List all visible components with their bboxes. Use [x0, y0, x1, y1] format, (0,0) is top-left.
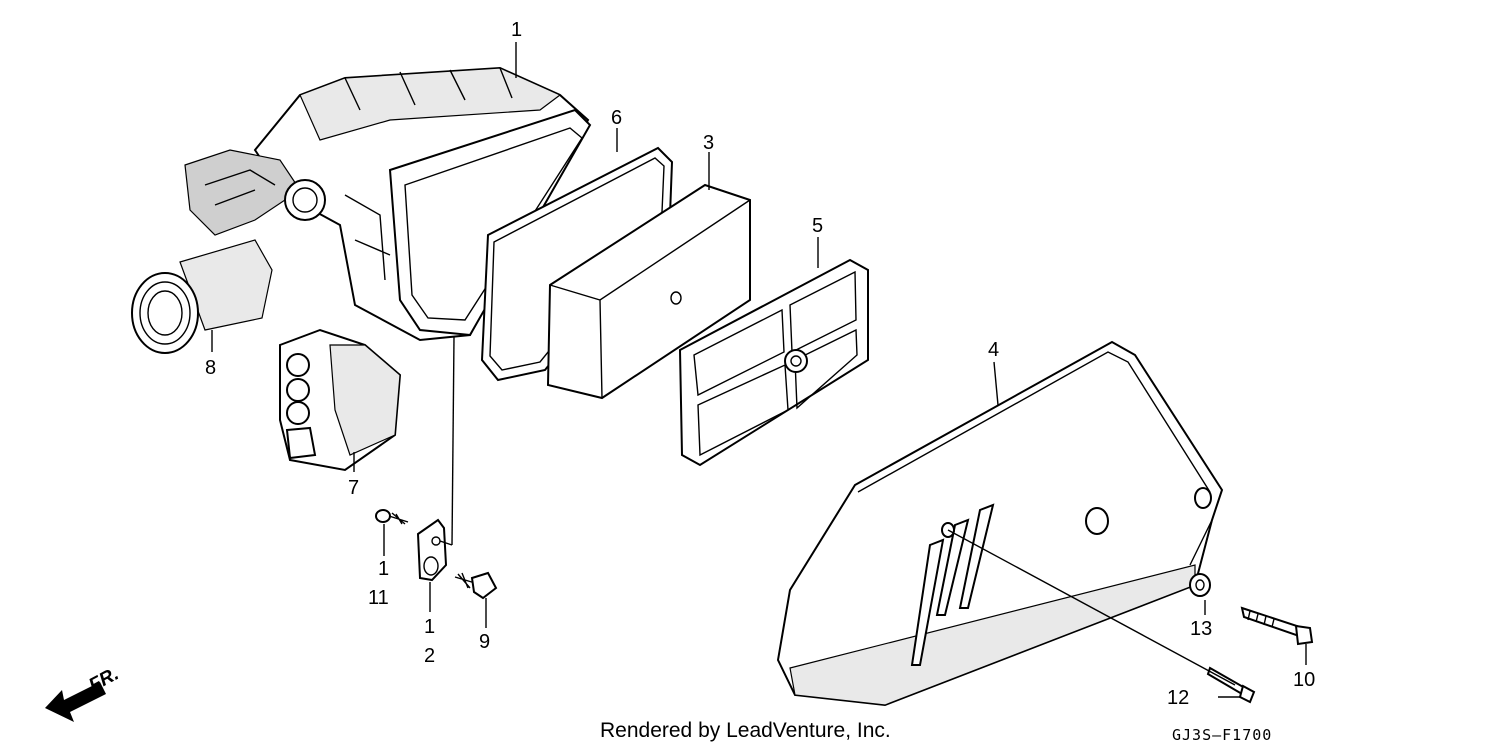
callout-3: 3	[703, 132, 714, 154]
callout-13: 13	[1190, 618, 1212, 640]
flange-bolt	[454, 571, 498, 628]
air-cleaner-cover	[776, 340, 1224, 707]
callout-2: 2	[424, 645, 435, 667]
callout-8: 8	[205, 357, 216, 379]
callout-1-top: 1	[511, 19, 522, 41]
callout-1-screw: 1	[378, 558, 389, 580]
resonator	[279, 328, 402, 472]
mounting-bracket	[416, 336, 455, 612]
callout-7: 7	[348, 477, 359, 499]
callout-5: 5	[812, 215, 823, 237]
front-arrow-icon	[45, 682, 106, 722]
diagram-code: GJ3S–F1700	[1172, 726, 1272, 744]
tapping-screw	[375, 509, 409, 556]
intake-funnel	[131, 239, 273, 354]
callout-9: 9	[479, 631, 490, 653]
callout-11: 11	[368, 587, 389, 609]
callout-6: 6	[611, 107, 622, 129]
washer	[1189, 573, 1211, 615]
filter-frame	[678, 237, 869, 467]
callout-4: 4	[988, 339, 999, 361]
long-bolt	[1240, 606, 1314, 665]
callout-12: 12	[1167, 687, 1189, 709]
callout-1-bracket: 1	[424, 616, 435, 638]
air-cleaner-case	[184, 66, 592, 342]
credit-text: Rendered by LeadVenture, Inc.	[600, 719, 891, 742]
cover-screw	[947, 529, 1256, 704]
callout-10: 10	[1293, 669, 1315, 691]
filter-element	[546, 152, 751, 400]
